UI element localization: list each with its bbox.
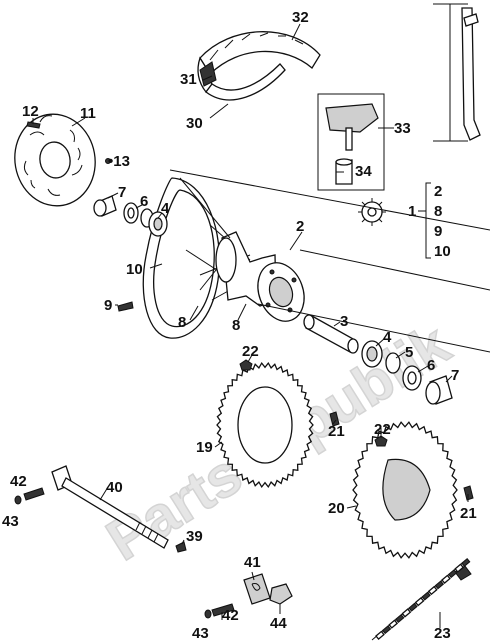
label-42-top: 42 — [10, 473, 27, 490]
kit-number: 1 — [408, 203, 416, 220]
label-4-left: 4 — [161, 200, 170, 217]
kit-item-9: 9 — [434, 223, 442, 240]
label-8-rim: 8 — [178, 314, 186, 331]
label-13: •13 — [108, 153, 130, 170]
label-21-left: 21 — [328, 423, 345, 440]
hub[interactable] — [215, 231, 312, 328]
label-23: 23 — [434, 625, 451, 642]
label-44: 44 — [270, 615, 287, 632]
chain-link — [388, 619, 399, 629]
sprocket-20[interactable] — [352, 421, 458, 559]
label-31: 31 — [180, 71, 197, 88]
adjuster-nut-44[interactable] — [269, 583, 293, 605]
right-circlip-5[interactable] — [385, 352, 401, 374]
label-9: 9 — [104, 297, 112, 314]
hub-bolt-9[interactable] — [117, 301, 134, 312]
left-bearing-4[interactable] — [148, 211, 168, 237]
disc-washer-13[interactable] — [105, 158, 111, 164]
kit-gear[interactable] — [358, 198, 386, 226]
label-34: 34 — [355, 163, 372, 180]
sprocket-bolt-21b[interactable] — [463, 485, 474, 501]
chain-link — [461, 557, 471, 567]
chain-link — [454, 563, 465, 573]
label-3: 3 — [340, 313, 348, 330]
chain[interactable] — [371, 557, 472, 641]
chain-link — [401, 608, 412, 618]
axle-40[interactable] — [51, 465, 169, 549]
label-5-right: 5 — [405, 344, 413, 361]
kit-item-2: 2 — [434, 183, 442, 200]
brake-disc[interactable] — [8, 108, 103, 212]
adjuster-bolt-42[interactable] — [204, 603, 235, 619]
chain-link — [421, 591, 431, 601]
chain-adjuster-41[interactable] — [243, 573, 271, 605]
label-32: 32 — [292, 9, 309, 26]
label-19: 19 — [196, 439, 213, 456]
label-43-top: 43 — [2, 513, 19, 530]
label-42-bottom: 42 — [222, 607, 239, 624]
label-30: 30 — [186, 115, 203, 132]
chain-link — [375, 630, 385, 640]
label-11: 11 — [80, 105, 96, 122]
axle-nut-39[interactable] — [175, 541, 187, 553]
sprocket-19[interactable] — [216, 361, 314, 489]
label-20: 20 — [328, 500, 345, 517]
right-bearing-4[interactable] — [361, 340, 383, 368]
label-2: 2 — [296, 218, 304, 235]
sprocket-nut-22-top[interactable] — [239, 359, 253, 371]
label-6-right: 6 — [427, 357, 435, 374]
label-12: 12 — [22, 103, 39, 120]
kit-item-10: 10 — [434, 243, 451, 260]
sprocket-nut-22[interactable] — [374, 435, 388, 447]
chain-link — [427, 585, 438, 596]
label-7-left: 7 — [118, 184, 126, 201]
label-43-bottom: 43 — [192, 625, 209, 642]
disc-screw-12[interactable] — [26, 121, 41, 129]
label-41: 41 — [244, 554, 261, 571]
chain-link — [408, 602, 418, 612]
chain-link — [441, 574, 451, 584]
chain-link — [414, 596, 425, 607]
label-21-right: 21 — [460, 505, 477, 522]
inner-tube[interactable] — [199, 61, 286, 101]
label-10: 10 — [126, 261, 143, 278]
label-39: 39 — [186, 528, 203, 545]
label-6-left: 6 — [140, 193, 148, 210]
chain-link — [434, 580, 445, 590]
label-40: 40 — [106, 479, 123, 496]
chain-link — [447, 569, 458, 579]
kit-bracket — [418, 182, 431, 259]
adjuster-bolt-42-top[interactable] — [14, 487, 45, 505]
right-seal-6[interactable] — [402, 365, 422, 391]
axle-sleeve-3[interactable] — [303, 314, 359, 354]
sprocket-bolt-21[interactable] — [329, 411, 340, 427]
right-spacer-7[interactable] — [425, 375, 453, 405]
kit-item-8: 8 — [434, 203, 442, 220]
leader-lines — [169, 169, 490, 353]
chain-link — [395, 613, 405, 623]
label-22-right: 22 — [374, 421, 391, 438]
label-4-right: 4 — [383, 329, 392, 346]
label-22-top: 22 — [242, 343, 259, 360]
valve-kit-box[interactable] — [317, 93, 385, 191]
label-8-hub: 8 — [232, 317, 240, 334]
left-spacer-7[interactable] — [93, 195, 117, 217]
label-33: 33 — [394, 120, 411, 137]
spoke-detail — [433, 3, 481, 142]
number-leaders — [32, 23, 469, 628]
left-seal-6-hole — [127, 207, 135, 219]
label-7-right: 7 — [451, 367, 459, 384]
chain-link — [381, 625, 392, 635]
